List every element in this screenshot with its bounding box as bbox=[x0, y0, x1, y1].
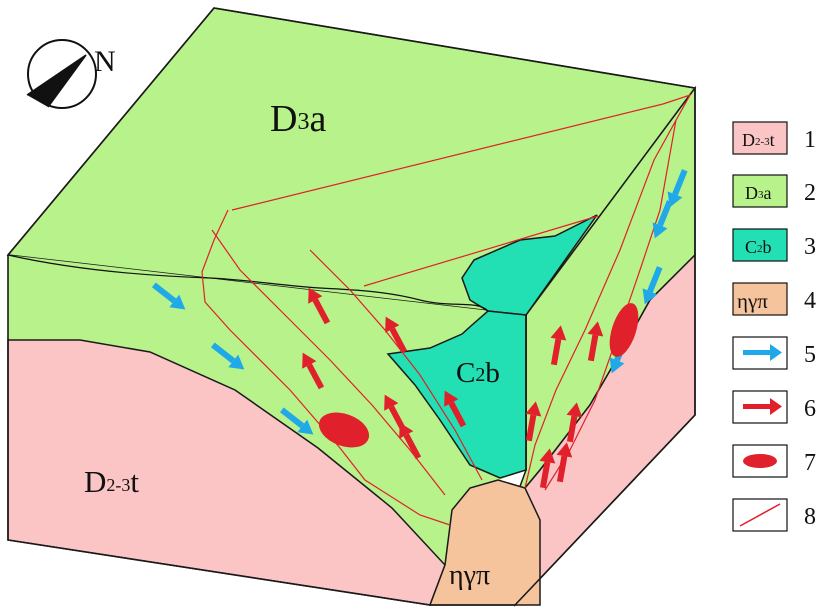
north-needle bbox=[27, 55, 86, 107]
contact-line bbox=[7, 254, 489, 312]
north-label: N bbox=[94, 45, 116, 78]
legend-item-6: 6 bbox=[732, 390, 816, 424]
svg-text:5: 5 bbox=[804, 342, 816, 368]
label-c2b: C2b bbox=[456, 357, 500, 389]
label-d3a: D3a bbox=[270, 98, 326, 140]
svg-text:1: 1 bbox=[804, 127, 816, 153]
north-arrow: N bbox=[26, 39, 116, 109]
legend-item-8: 8 bbox=[732, 498, 816, 532]
svg-text:6: 6 bbox=[804, 396, 816, 422]
block-outline bbox=[7, 7, 696, 606]
legend-item-7: 7 bbox=[732, 444, 816, 478]
label-d2-3t: D2-3t bbox=[84, 464, 139, 499]
svg-text:ηγπ: ηγπ bbox=[737, 289, 768, 313]
label-intrusion: ηγπ bbox=[449, 560, 490, 591]
legend-item-1: D2-3t 1 bbox=[732, 121, 816, 155]
svg-text:C2b: C2b bbox=[745, 237, 772, 257]
blue-arrows bbox=[151, 169, 688, 435]
svg-text:D3a: D3a bbox=[745, 183, 772, 203]
svg-text:4: 4 bbox=[804, 288, 816, 314]
red-arrows bbox=[302, 287, 604, 489]
legend-item-3: C2b 3 bbox=[732, 228, 816, 262]
svg-text:8: 8 bbox=[804, 504, 816, 530]
legend-item-4: ηγπ 4 bbox=[732, 282, 816, 316]
ore-bodies bbox=[318, 303, 639, 448]
svg-text:3: 3 bbox=[804, 234, 816, 260]
legend-item-5: 5 bbox=[732, 336, 816, 370]
legend: D2-3t 1 D3a 2 C2b 3 ηγπ 4 5 bbox=[732, 121, 816, 532]
svg-text:7: 7 bbox=[804, 450, 816, 476]
svg-text:2: 2 bbox=[804, 180, 816, 206]
north-needle-outline bbox=[26, 54, 87, 108]
svg-text:D2-3t: D2-3t bbox=[742, 130, 775, 150]
legend-item-2: D3a 2 bbox=[732, 174, 816, 208]
